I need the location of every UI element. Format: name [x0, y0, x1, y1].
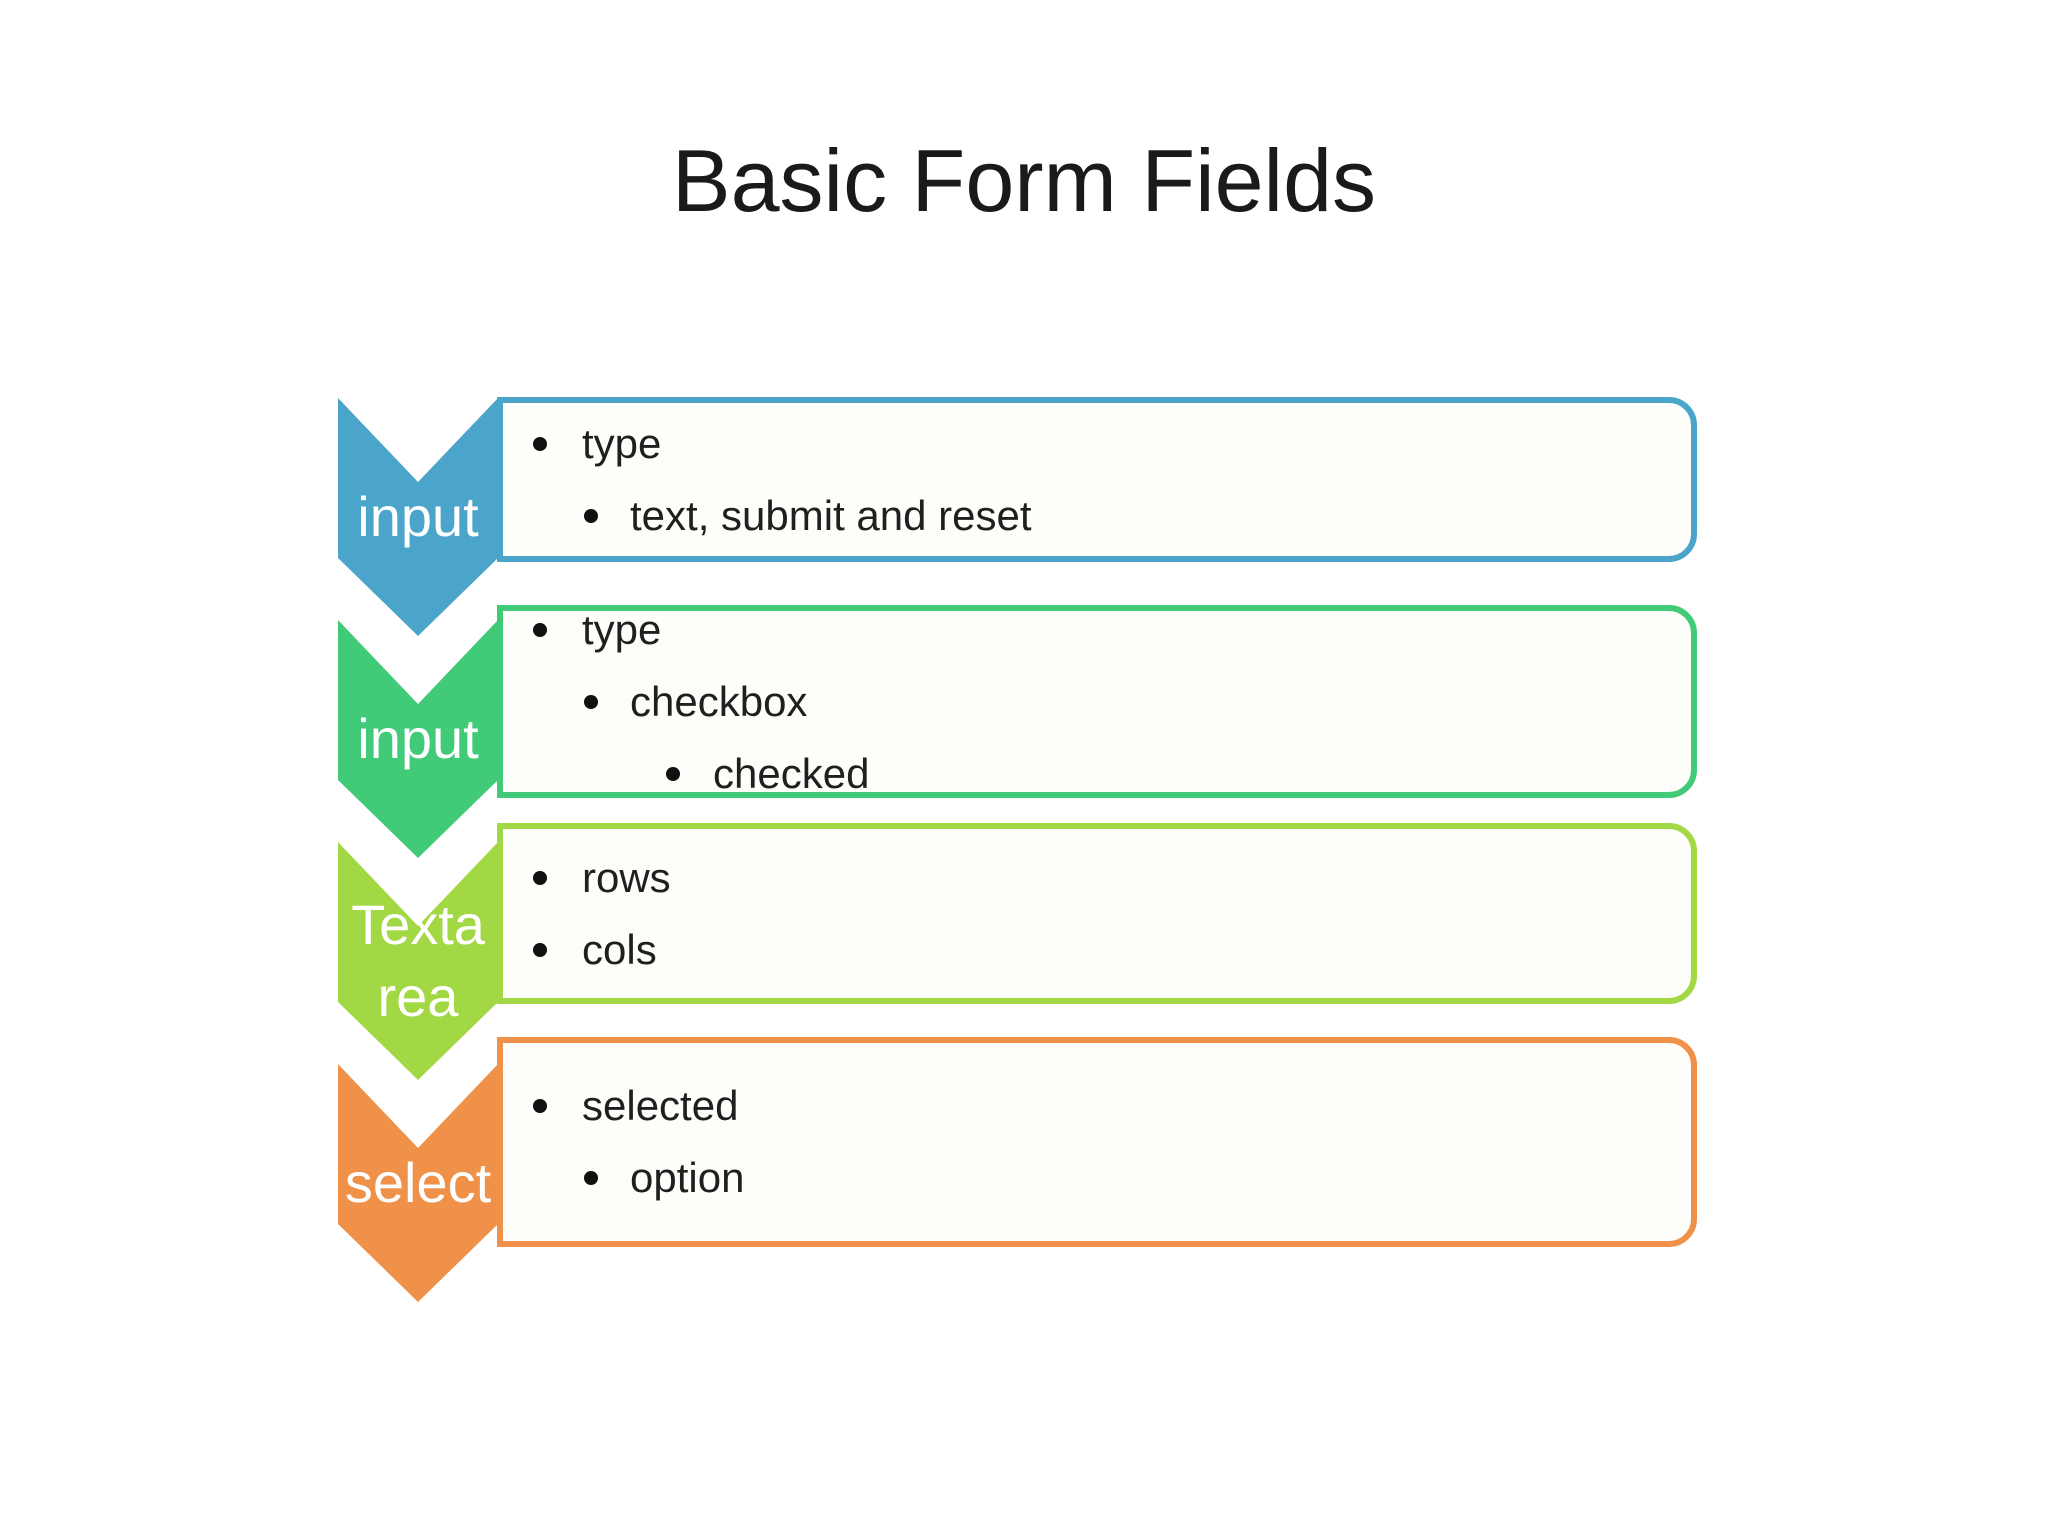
chevron-down-arrow	[338, 398, 498, 636]
content-box: rows cols	[497, 823, 1697, 1004]
bullet-item: type	[503, 594, 1691, 666]
bullet-item: checked	[503, 738, 1691, 810]
bullet-item: option	[503, 1142, 1691, 1214]
content-box: type text, submit and reset	[497, 397, 1697, 562]
slide-title: Basic Form Fields	[671, 131, 1377, 230]
bullet-list: type text, submit and reset	[503, 408, 1691, 552]
bullet-item: cols	[503, 914, 1691, 986]
bullet-item: checkbox	[503, 666, 1691, 738]
bullet-list: selected option	[503, 1070, 1691, 1214]
chevron-down-arrow	[338, 620, 498, 858]
bullet-item: text, submit and reset	[503, 480, 1691, 552]
chevron-down-arrow	[338, 1064, 498, 1302]
bullet-item: selected	[503, 1070, 1691, 1142]
content-box: selected option	[497, 1037, 1697, 1247]
bullet-list: rows cols	[503, 842, 1691, 986]
bullet-list: type checkbox checked	[503, 594, 1691, 810]
bullet-item: rows	[503, 842, 1691, 914]
content-box: type checkbox checked	[497, 605, 1697, 798]
bullet-item: type	[503, 408, 1691, 480]
chevron-down-arrow	[338, 842, 498, 1080]
